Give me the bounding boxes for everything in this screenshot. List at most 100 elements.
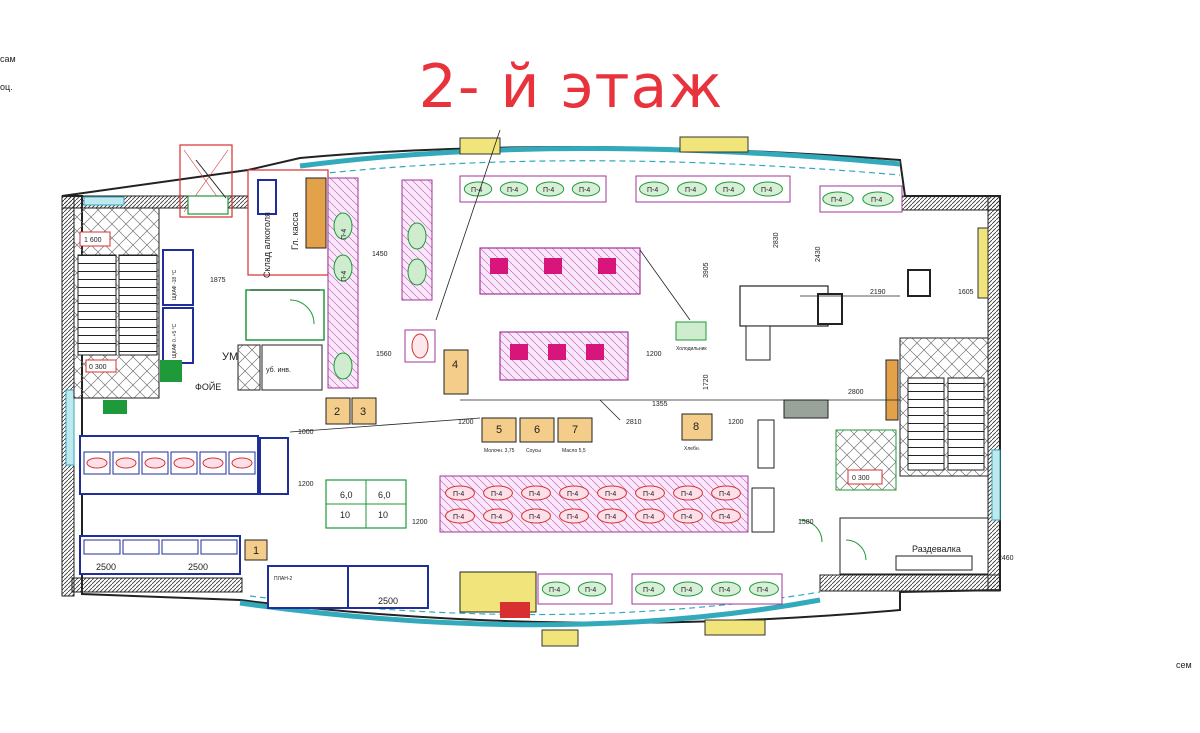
dim-1355: 1355 [652,401,668,408]
stand-label-butter: Масло 5,5 [562,448,586,454]
shelf-oval [483,508,513,524]
shelf-oval-label: П-4 [567,491,578,498]
stand-7: 7 [572,424,578,436]
service-counter-label: Холодильник [676,346,707,352]
shelf-oval [559,508,589,524]
shelf-oval-label: П-4 [685,187,696,194]
shelf-oval-label: П-4 [643,491,654,498]
dim-2830: 2830 [773,232,780,248]
shelf-oval-label: П-4 [567,514,578,521]
dim-1720: 1720 [703,374,710,390]
promo-islands [479,247,641,381]
dim-3905: 3905 [703,262,710,278]
service-block: Склад алкоголя Гл. касса УМ уб. инв. ФОЙ… [160,169,329,392]
shelf-oval [677,181,707,197]
shelf-oval-label: П-4 [491,514,502,521]
shelf-oval-label: П-4 [681,587,692,594]
shelf-oval [535,181,565,197]
right-stair-block: 0 300 [835,337,989,491]
shelf-oval-label: П-4 [643,514,654,521]
dim-1000: 1000 [298,429,314,436]
walkways [250,129,900,433]
shelf-oval-label: П-4 [605,491,616,498]
shelf-oval-label: П-4 [549,587,560,594]
stand-label-dairy: Молочн. 3,75 [484,448,515,454]
shelf-oval-label: П-4 [579,187,590,194]
shelf-oval-label: П-4 [585,587,596,594]
shelf-oval-label: П-4 [471,187,482,194]
shelf-oval [559,485,589,501]
shelf-oval-label: П-4 [453,514,464,521]
stand-5: 5 [496,424,502,436]
dim-1200-e: 1200 [298,481,314,488]
dim-1560: 1560 [376,351,392,358]
shelf-oval [635,485,665,501]
stand-6: 6 [534,424,540,436]
dim-1605: 1605 [958,289,974,296]
shelf-oval [862,191,894,207]
corner-label-right: ceм [1176,660,1192,670]
shelf-oval-label: П-4 [723,187,734,194]
foyer-label: ФОЙЕ [195,381,221,392]
checkout-bay [161,539,199,555]
dim-1200-b: 1200 [458,419,474,426]
shelf-oval [597,485,627,501]
fridge-value-4: 10 [378,510,388,520]
dim-2430: 2430 [815,246,822,262]
dim-2810: 2810 [626,419,642,426]
shelf-oval [711,508,741,524]
shelf-oval [635,508,665,524]
cloakroom: Раздевалка [799,517,989,575]
dimension-labels: 1450 1875 1560 1200 1200 2810 1355 2190 … [210,232,1014,562]
stand-4: 4 [452,359,458,371]
shelf-oval [715,181,745,197]
chiller-cabinets: 6,0 6,0 10 10 [325,479,407,529]
shelf-oval-label: П-4 [605,514,616,521]
shelf-oval-label: П-4 [719,514,730,521]
checkout-bay [83,539,121,555]
dim-1200-d: 1200 [412,519,428,526]
shelves-left-column: П-4 П-4 [327,177,436,389]
stand-2: 2 [334,406,340,418]
checkout-label: ПЛАН-2 [274,576,292,582]
cloakroom-label: Раздевалка [912,544,961,554]
shelf-oval [445,508,475,524]
dim-2460: 2460 [998,555,1014,562]
entrance-vestibule [179,144,233,218]
shelf-oval [753,181,783,197]
dim-1450: 1450 [372,251,388,258]
shelf-oval-label: П-4 [647,187,658,194]
checkout-oval [115,457,137,469]
cash-office-label: Гл. касса [290,212,300,250]
checkout-size-3: 2500 [378,596,398,606]
zone-value-1: 1 600 [84,237,102,244]
shelf-oval [571,181,601,197]
checkout-oval [173,457,195,469]
shelf-oval [749,581,779,597]
dim-2190: 2190 [870,289,886,296]
dim-1875: 1875 [210,277,226,284]
stand-label-sauces: Соусы [526,448,541,454]
shelf-oval-label: П-4 [643,587,654,594]
left-stair-block: 1 600 0 300 [73,207,160,414]
fridge-value-1: 6,0 [340,490,353,500]
shelf-oval [521,485,551,501]
dim-1580: 1580 [798,519,814,526]
shelf-oval [673,581,703,597]
checkout-size-2: 2500 [188,562,208,572]
shelf-oval [639,181,669,197]
cold-room-freezer: ЩКАФ -18 °С [172,269,178,300]
shelf-oval [499,181,529,197]
dim-2800: 2800 [848,389,864,396]
checkout-oval [144,457,166,469]
stand-1: 1 [253,545,259,557]
shelf-oval [822,191,854,207]
shelf-oval-label: П-4 [719,587,730,594]
checkout-bay [200,539,238,555]
stand-3: 3 [360,406,366,418]
shelf-oval-label: П-4 [871,197,882,204]
wc-label: УМ [222,351,238,363]
